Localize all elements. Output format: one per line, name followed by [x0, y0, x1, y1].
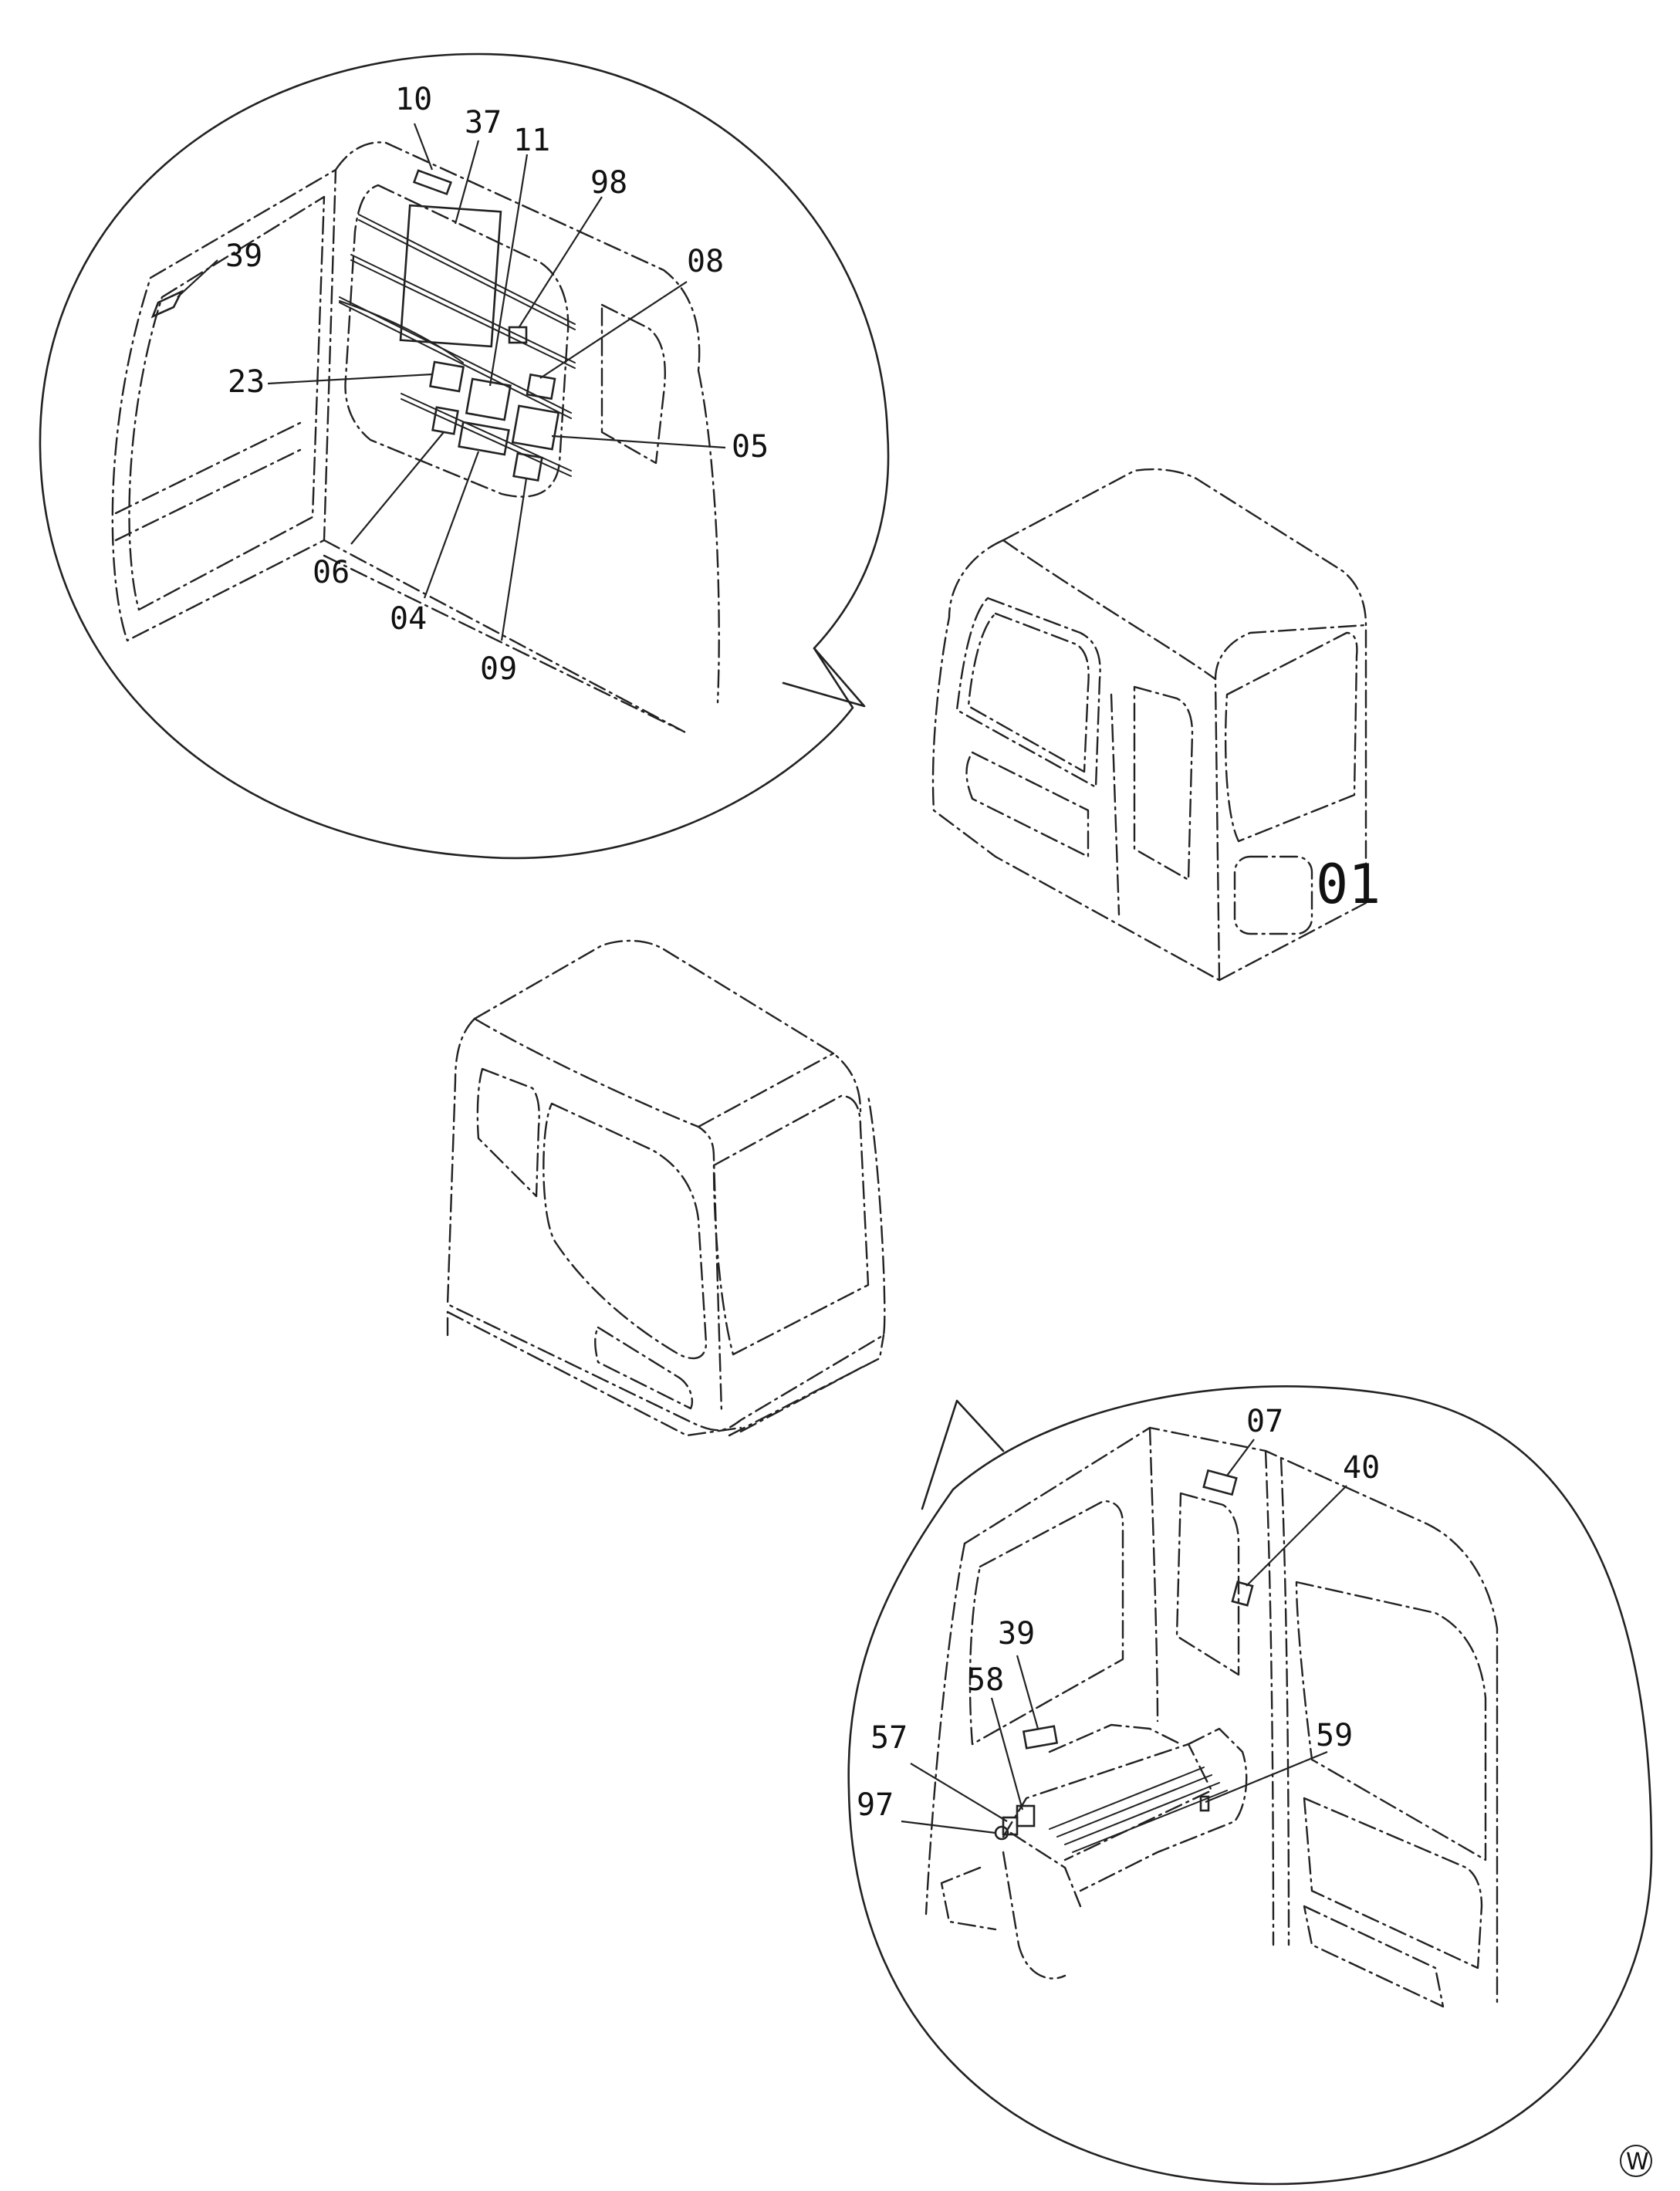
rear-cab: 01 — [931, 468, 1381, 982]
callout-08: 08 — [687, 244, 724, 279]
corner-mark-w: W — [1620, 2145, 1652, 2177]
callout-10: 10 — [395, 82, 432, 117]
callout-59: 59 — [1316, 1718, 1353, 1753]
bottom-labels — [994, 1469, 1254, 1841]
callout-98: 98 — [590, 165, 627, 201]
top-detail-bubble — [39, 52, 890, 860]
callout-04: 04 — [390, 601, 427, 637]
front-cab — [446, 939, 886, 1437]
callout-40: 40 — [1343, 1450, 1380, 1486]
top-callout-texts: 10 37 11 98 39 08 23 05 06 04 09 — [225, 82, 769, 687]
cab-marking-01: 01 — [1316, 853, 1381, 916]
callout-23: 23 — [228, 364, 265, 400]
callout-07: 07 — [1246, 1404, 1283, 1439]
callout-09: 09 — [480, 651, 517, 687]
top-cab-interior — [111, 141, 720, 735]
callout-39-top: 39 — [225, 238, 262, 274]
callout-37: 37 — [465, 105, 502, 140]
callout-05: 05 — [732, 429, 769, 465]
callout-97: 97 — [857, 1787, 894, 1823]
callout-11: 11 — [513, 123, 550, 158]
callout-58: 58 — [967, 1662, 1004, 1698]
bottom-callout-texts: 07 40 39 58 57 59 97 — [857, 1404, 1380, 1823]
callout-57: 57 — [870, 1720, 908, 1756]
bottom-cab-interior — [925, 1426, 1499, 2008]
corner-mark-text: W — [1626, 2149, 1649, 2176]
callout-39-bottom: 39 — [998, 1616, 1035, 1652]
bottom-detail-bubble — [847, 1385, 1653, 2186]
callout-06: 06 — [313, 555, 350, 590]
bottom-leaders — [901, 1439, 1347, 1834]
top-leaders — [177, 123, 726, 641]
